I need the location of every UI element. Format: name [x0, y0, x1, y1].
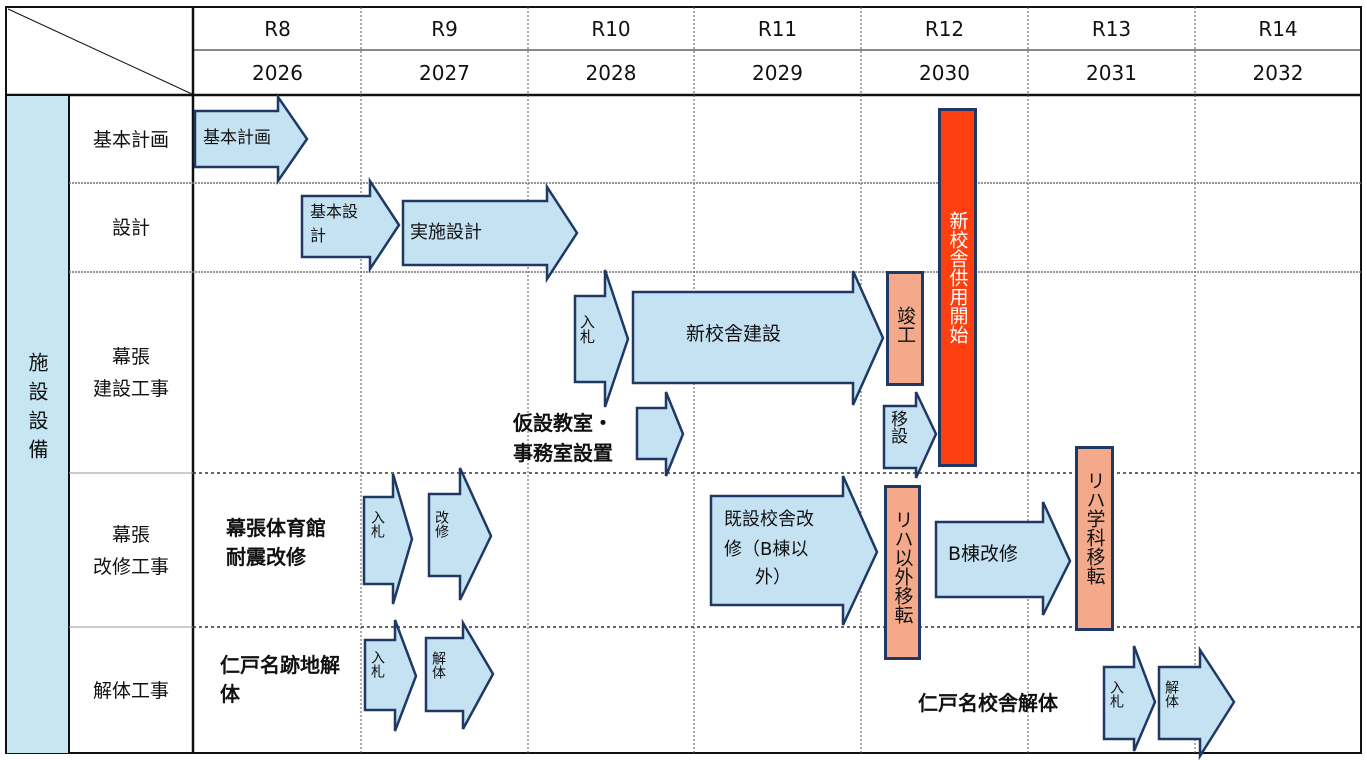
arrow-kisetsu-kaishu-label-1: 既設校舎改	[724, 509, 814, 530]
year-2027: 2027	[419, 61, 470, 85]
arrow-b-tou-kaishu	[934, 501, 1072, 616]
era-r13: R13	[1091, 17, 1132, 41]
arrow-kihon-keikaku-label: 基本計画	[203, 128, 271, 148]
arrow-kisetsu-kaishu-label-3: 外）	[755, 567, 791, 588]
era-r12: R12	[924, 17, 965, 41]
arrow-kaitai2-label: 解体	[1163, 680, 1179, 708]
row-label-kaitai: 解体工事	[92, 679, 169, 702]
arrow-kaitai-nyusatsu-label: 入札	[369, 650, 385, 678]
year-2028: 2028	[585, 61, 637, 85]
row-label-kaishu: 幕張改修工事	[92, 523, 169, 578]
era-r14: R14	[1258, 17, 1298, 41]
year-2031: 2031	[1086, 61, 1137, 85]
year-2026: 2026	[252, 61, 303, 85]
note-taiikukan-2: 耐震改修	[226, 545, 306, 569]
arrow-shin-kosha-kensetsu	[631, 270, 885, 406]
note-atochi-1: 仁戸名跡地解	[220, 653, 340, 677]
arrow-kaishu	[427, 467, 493, 601]
era-r8: R8	[264, 17, 291, 41]
arrow-kihon-keikaku	[193, 92, 309, 186]
box-shunko: 竣工	[886, 271, 924, 386]
category-cell	[7, 96, 68, 753]
arrow-jisshi-sekkei-label: 実施設計	[410, 222, 482, 243]
year-2032: 2032	[1252, 61, 1304, 85]
box-riha-gakka-iten: リハ学科移転	[1075, 446, 1114, 631]
note-kasetsu-2: 事務室設置	[513, 441, 613, 465]
arrow-kisetsu-kaishu	[709, 475, 879, 626]
box-riha-igai-iten: リハ以外移転	[884, 485, 921, 660]
arrow-kaitai-nyusatsu	[363, 619, 418, 732]
arrow-kaishu-nyusatsu	[362, 473, 414, 605]
arrow-b-tou-kaishu-label: B棟改修	[948, 543, 1019, 565]
arrow-kihon-sekkei	[300, 176, 401, 274]
era-r9: R9	[431, 17, 458, 41]
arrow-jisshi-sekkei	[401, 182, 579, 284]
row-label-sekkei: 設計	[111, 217, 150, 239]
arrow-kaishu-nyusatsu-label: 入札	[369, 510, 385, 538]
arrow-kihon-sekkei-label-2: 計	[310, 226, 327, 245]
year-2029: 2029	[752, 61, 803, 85]
note-kasetsu-1: 仮設教室・	[513, 411, 613, 435]
arrow-kisetsu-kaishu-label-2: 修（B棟以	[724, 539, 809, 560]
arrow-iten-label: 移設	[887, 410, 907, 444]
row-label-kihon: 基本計画	[92, 128, 169, 151]
arrow-iten	[882, 391, 938, 479]
arrow-kaitai	[424, 618, 495, 730]
era-r11: R11	[757, 17, 798, 41]
note-atochi-2: 体	[220, 682, 240, 706]
arrow-nyusatsu-label: 入札	[578, 314, 596, 344]
arrow-nyusatsu	[573, 269, 630, 408]
arrow-kaitai2	[1157, 645, 1236, 760]
arrow-kaitai2-nyusatsu	[1102, 645, 1157, 752]
note-kosha-kaitai: 仁戸名校舎解体	[918, 691, 1058, 715]
arrow-kaitai-label: 解体	[430, 651, 446, 679]
box-shin-kosha-kyoyo: 新校舎供用開始	[938, 108, 977, 467]
arrow-shin-kosha-kensetsu-label: 新校舎建設	[686, 323, 782, 345]
year-2030: 2030	[919, 61, 970, 85]
arrow-kasetsu	[635, 391, 685, 477]
note-taiikukan-1: 幕張体育館	[226, 516, 326, 540]
row-label-kensetsu: 幕張建設工事	[92, 346, 169, 400]
arrow-kihon-sekkei-label-1: 基本設	[310, 202, 359, 221]
era-r10: R10	[591, 17, 631, 41]
arrow-kaitai2-nyusatsu-label: 入札	[1108, 680, 1124, 708]
arrow-kaishu-label: 改修	[433, 510, 449, 538]
category-label: 施設設備	[25, 352, 49, 468]
